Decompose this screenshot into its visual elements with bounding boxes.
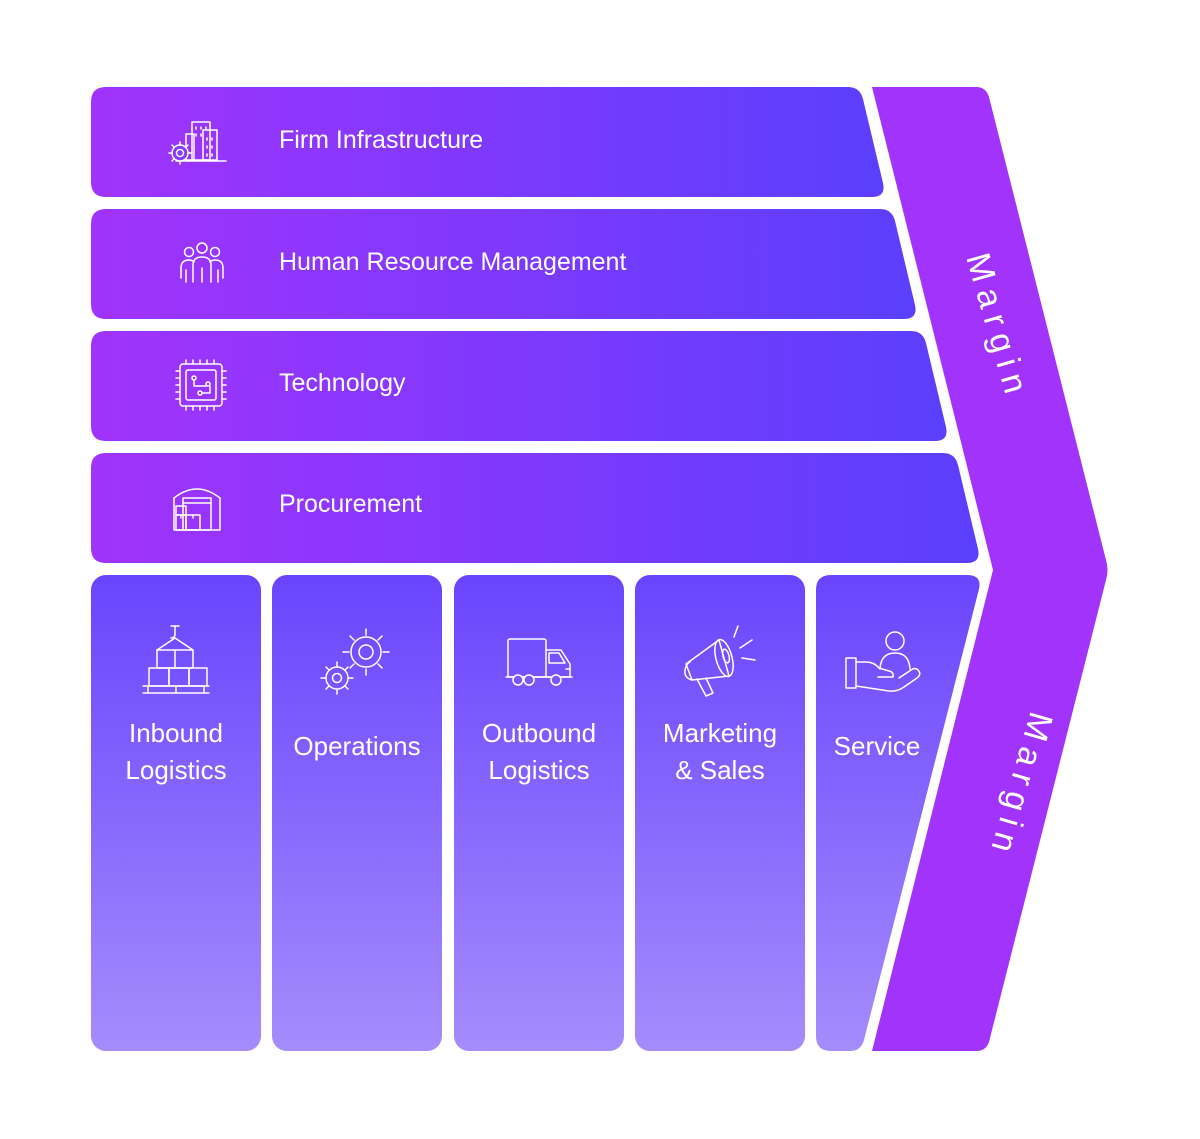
microchip-icon [175, 359, 227, 411]
support-bar-firm-infrastructure: Firm Infrastructure [91, 87, 884, 197]
buildings-gear-icon [168, 121, 227, 165]
primary-label-inbound-line1: Inbound [129, 718, 223, 748]
primary-label-marketing-line1: Marketing [663, 718, 777, 748]
support-bar-procurement: Procurement [91, 453, 979, 563]
primary-column-marketing-sales [635, 575, 805, 1051]
hand-person-icon [845, 631, 921, 692]
megaphone-icon [684, 625, 756, 697]
primary-column-operations [272, 575, 442, 1051]
people-group-icon [180, 242, 224, 283]
primary-label-outbound-line2: Logistics [488, 755, 589, 785]
pallet-boxes-crane-icon [142, 625, 210, 694]
primary-label-operations: Operations [293, 731, 420, 761]
support-label-procurement: Procurement [279, 490, 422, 518]
primary-label-marketing-line2: & Sales [675, 755, 765, 785]
support-activities: Firm Infrastructure Human Resource Manag… [91, 87, 979, 563]
warehouse-icon [173, 488, 221, 531]
support-label-firm-infrastructure: Firm Infrastructure [279, 126, 483, 154]
primary-label-service: Service [834, 731, 921, 761]
gears-icon [320, 628, 390, 695]
delivery-truck-icon [505, 638, 573, 686]
primary-column-outbound-logistics [454, 575, 624, 1051]
primary-activities: Inbound Logistics Operations Outbound Lo… [91, 575, 980, 1051]
primary-label-outbound-line1: Outbound [482, 718, 596, 748]
margin-chevron [872, 87, 1108, 1051]
primary-column-service [816, 575, 980, 1051]
support-label-technology: Technology [279, 369, 406, 397]
support-bar-human-resource-management: Human Resource Management [91, 209, 916, 319]
support-bar-technology: Technology [91, 331, 947, 441]
primary-label-inbound-line2: Logistics [125, 755, 226, 785]
support-label-human-resource-management: Human Resource Management [279, 248, 626, 276]
primary-column-inbound-logistics [91, 575, 261, 1051]
